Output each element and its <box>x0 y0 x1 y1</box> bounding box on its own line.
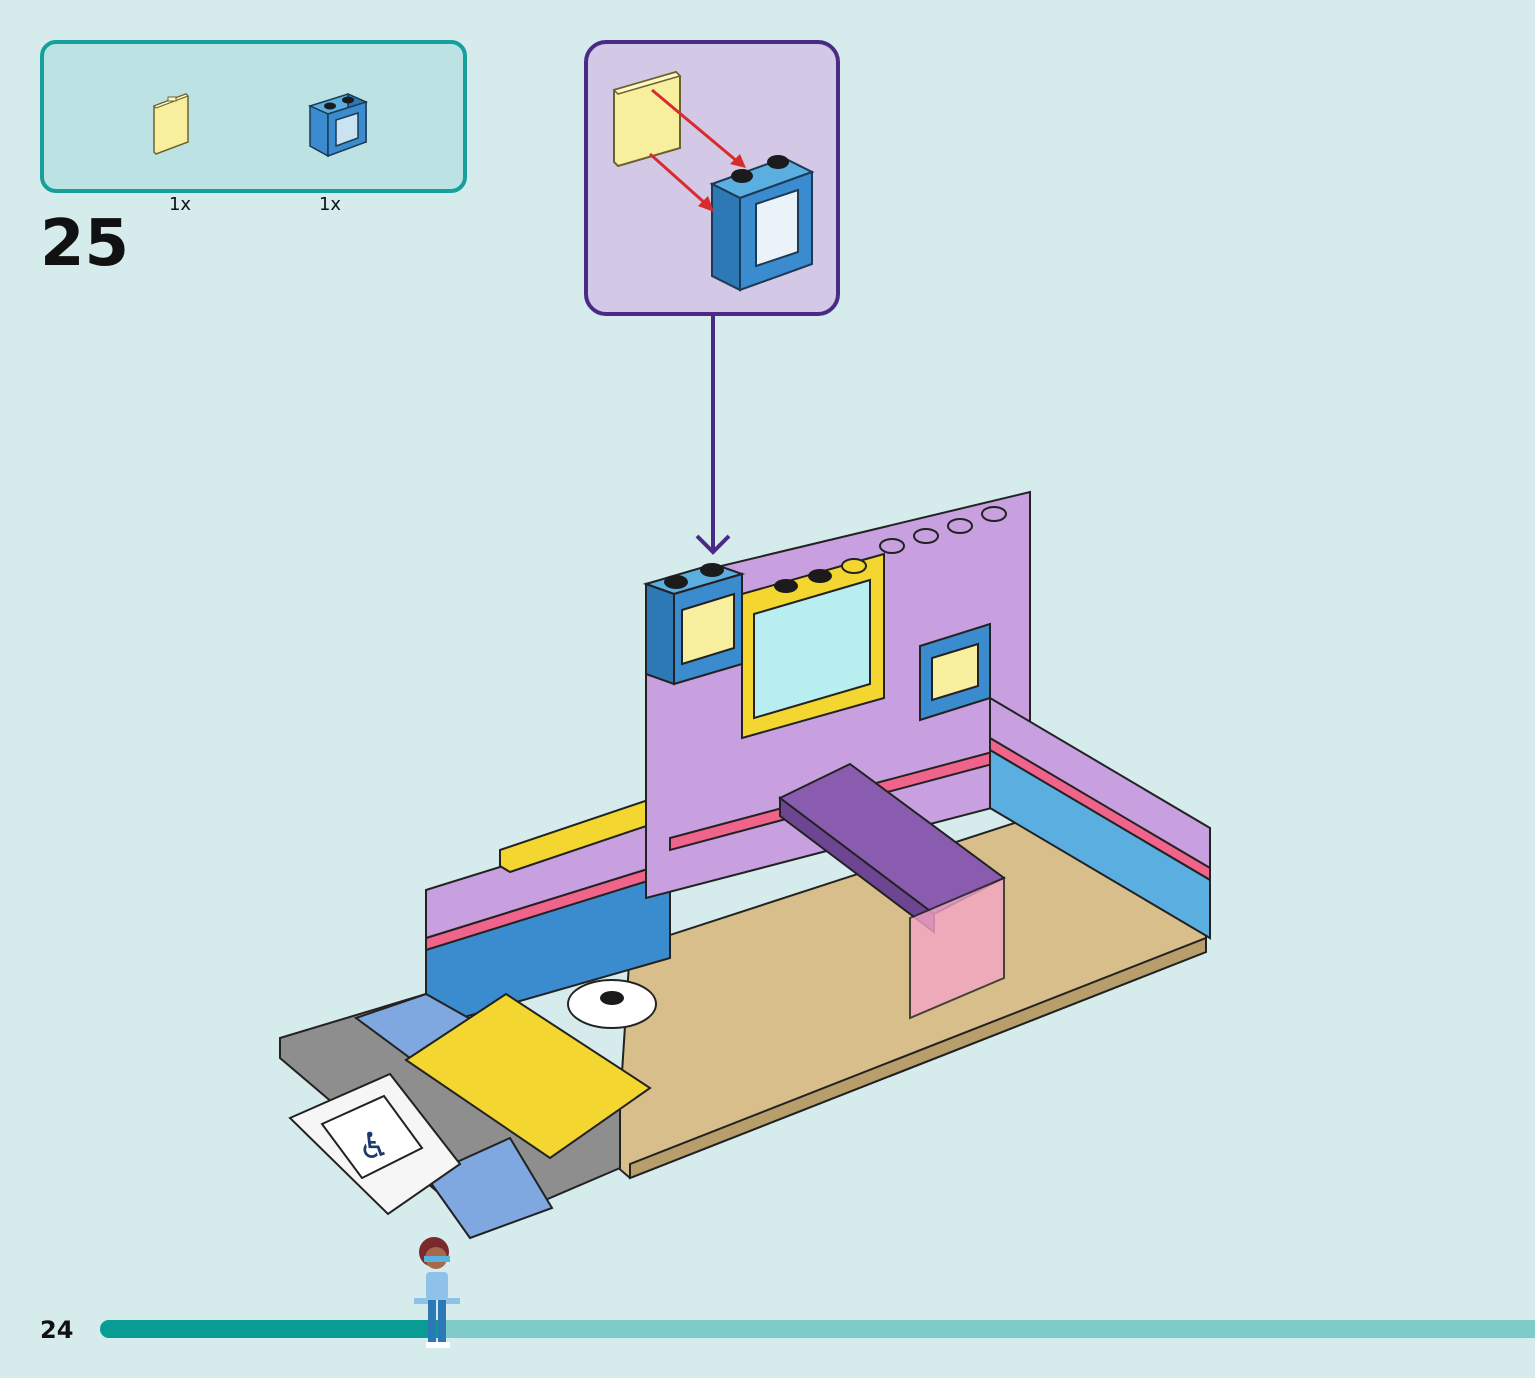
part-window-frame: 1x <box>290 84 370 215</box>
part-window-pane: 1x <box>140 84 220 215</box>
small-blue-window <box>919 622 991 722</box>
window-frame-icon <box>307 92 369 158</box>
subassembly-diagram <box>612 70 815 292</box>
model-assembly: ♿ <box>279 490 1211 1240</box>
wheelchair-icon: ♿ <box>358 1126 390 1167</box>
part-quantity: 1x <box>318 194 342 215</box>
parts-list-box: 1x 1x <box>40 40 467 215</box>
page-number: 24 <box>40 1316 74 1344</box>
frame-part <box>709 155 815 292</box>
arrow-bottom <box>649 152 707 206</box>
step-number: 25 <box>40 207 130 281</box>
callout-pointer-arrow <box>695 314 731 555</box>
arrow-top <box>651 88 739 164</box>
progress-fill <box>100 1320 445 1338</box>
window-pane-icon <box>153 93 189 155</box>
yellow-window <box>741 552 885 740</box>
subassembly-callout <box>584 40 840 316</box>
accessible-ramp: ♿ <box>288 1072 462 1216</box>
progress-track <box>100 1320 1535 1338</box>
yellow-floor-plate <box>404 992 652 1160</box>
purple-desk <box>778 762 1006 1020</box>
part-quantity: 1x <box>168 194 192 215</box>
minifigure-icon <box>414 1237 460 1348</box>
round-white-tile <box>567 979 657 1029</box>
blue-window-frame-placed <box>642 562 746 686</box>
wall-top-studs <box>879 506 1007 554</box>
